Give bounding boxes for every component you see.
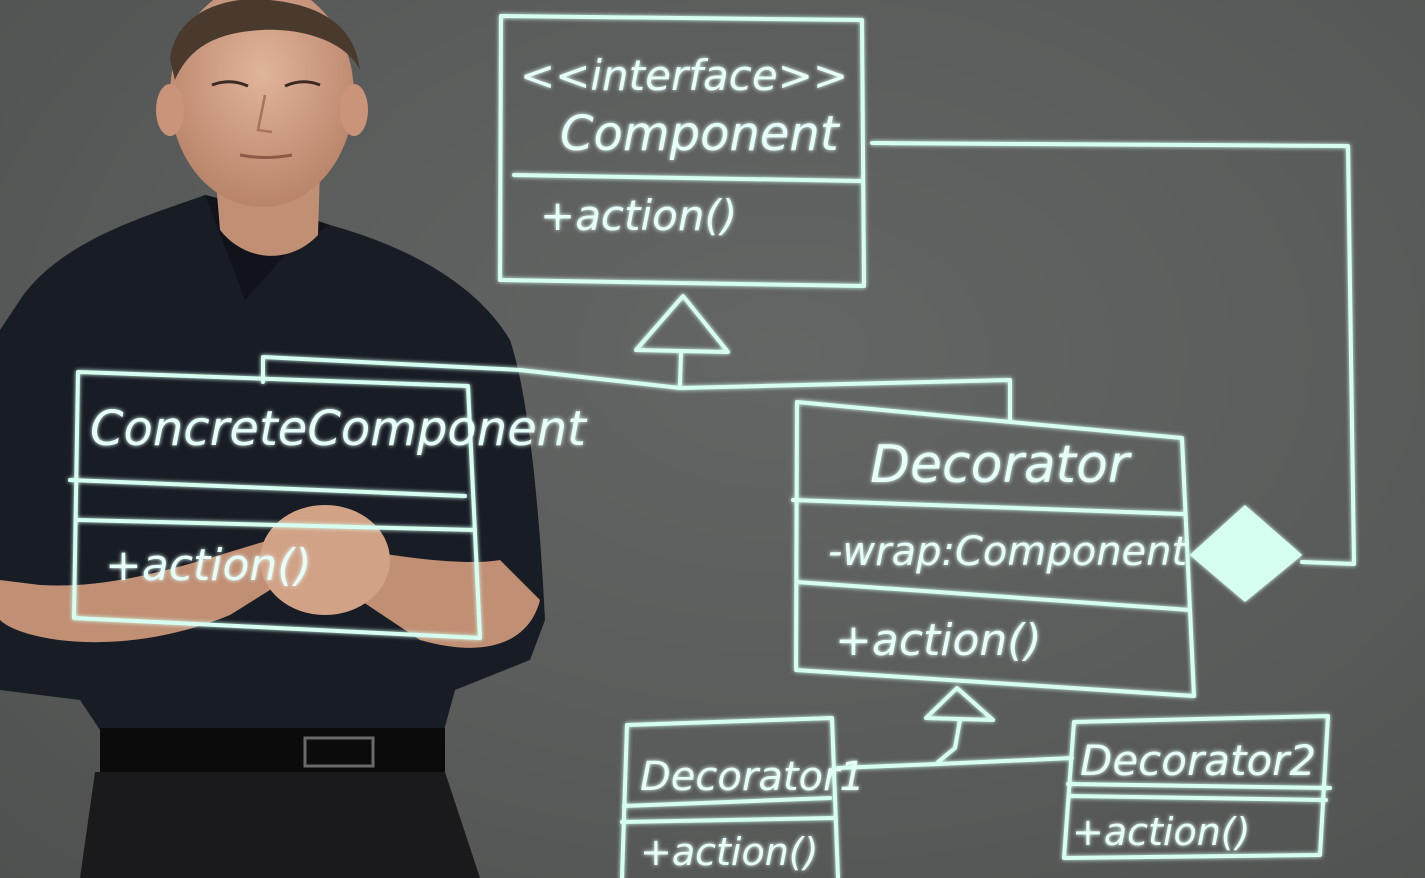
aggregation-link [870,141,1356,602]
component-name: Component [560,106,841,162]
uml-ink-layer: <<interface>> Component +action() Concre… [68,14,1356,878]
component-method: +action() [540,191,737,240]
decorator2-method: +action() [1072,810,1250,854]
decorator2-name: Decorator2 [1080,736,1316,785]
component-stereotype: <<interface>> [520,51,848,100]
aggregation-diamond [1189,504,1303,602]
decorator-class-box: Decorator -wrap:Component +action() [791,400,1196,698]
presenter-hands [260,505,390,615]
decorator1-method: +action() [640,830,818,874]
component-inheritance-arrow [261,294,1012,422]
concrete-component-method: +action() [105,540,312,591]
presenter-arm-right [360,550,540,648]
presenter-head [170,0,354,207]
presenter-hair [170,0,360,80]
component-class-box: <<interface>> Component +action() [498,14,866,288]
decorator-name: Decorator [870,435,1133,495]
decorator1-class-box: Decorator1 +action() [620,716,865,878]
decorator1-name: Decorator1 [640,754,865,800]
concrete-component-name: ConcreteComponent [90,401,588,457]
presenter-trousers [80,772,480,878]
decorator-field: -wrap:Component [828,529,1189,575]
decorator-inheritance-arrow [836,686,1074,770]
presenter [0,0,545,878]
presenter-arm-left [0,540,270,643]
concrete-component-box: ConcreteComponent +action() [68,370,588,640]
presenter-shirt [0,195,545,745]
presenter-belt [100,728,445,772]
decorator2-class-box: Decorator2 +action() [1062,714,1332,860]
decorator-method: +action() [835,615,1042,666]
